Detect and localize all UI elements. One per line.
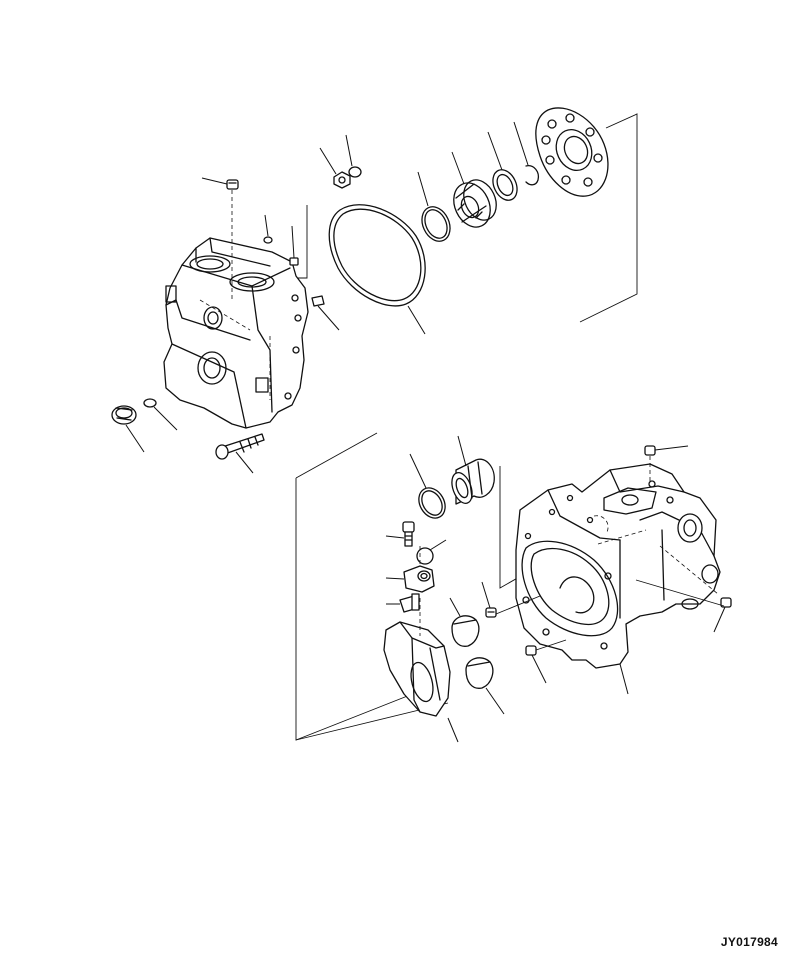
valve-plate <box>535 107 609 197</box>
retaining-ring <box>513 121 540 186</box>
ring-seal <box>345 134 362 178</box>
bearing-race <box>487 131 518 201</box>
threaded-plug <box>111 405 145 453</box>
valve-block-housing <box>163 190 309 429</box>
ball <box>416 539 447 565</box>
bushing-oring <box>409 453 446 519</box>
plug-bolt <box>201 177 239 190</box>
bearing <box>451 151 497 228</box>
cylinder-bushing <box>451 435 495 505</box>
pin <box>386 593 420 613</box>
drawing-code-label: JY017984 <box>720 935 778 949</box>
plug-oring <box>143 398 178 431</box>
swash-plate <box>383 598 459 743</box>
case-plug-a <box>644 445 689 484</box>
pump-case <box>515 463 721 695</box>
dowel-pin <box>311 295 340 331</box>
dowel-pin <box>289 225 299 266</box>
case-plug-c <box>525 645 547 684</box>
shoe-a <box>449 597 480 647</box>
case-plug-c <box>481 581 497 618</box>
small-oring <box>263 214 273 244</box>
cap-screw <box>385 521 415 547</box>
case-plug-b <box>713 597 732 633</box>
assembly-guide-lines <box>419 546 725 651</box>
snap-ring <box>417 171 451 242</box>
mounting-bolt <box>215 433 265 474</box>
link-piece <box>385 565 435 593</box>
shoe-b <box>465 657 505 715</box>
large-oring <box>328 204 426 335</box>
plug-nut <box>319 147 351 189</box>
